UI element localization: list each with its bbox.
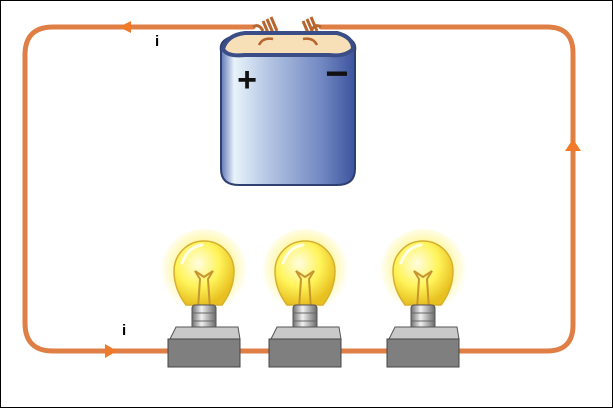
bulb-glass <box>274 240 336 306</box>
battery: + − <box>219 31 357 186</box>
current-label-bottom: i <box>122 322 127 339</box>
bulb-base-top <box>169 326 241 340</box>
bulb-socket <box>292 304 318 330</box>
bulb-base-top <box>388 326 460 340</box>
bulb-filament <box>413 270 433 310</box>
bulb-filament <box>194 270 214 310</box>
bulb-socket <box>410 304 436 330</box>
bulb-filament <box>295 270 315 310</box>
bulb-socket <box>191 304 217 330</box>
circuit-wire <box>22 24 576 354</box>
positive-terminal-label: + <box>237 61 257 99</box>
bulb-base-front <box>268 338 342 368</box>
bulb-highlight <box>180 243 204 265</box>
bulbs-layer <box>160 229 467 368</box>
bulb-2 <box>261 229 349 368</box>
negative-terminal-label: − <box>325 52 348 96</box>
bottom-left-arrow-icon <box>105 344 117 358</box>
bulb-glass <box>173 240 235 306</box>
bulb-highlight <box>281 243 305 265</box>
bulb-highlight <box>399 243 423 265</box>
bulb-base-front <box>386 338 460 368</box>
bulb-glass <box>392 240 454 306</box>
bulb-1 <box>160 229 248 368</box>
top-left-arrow-icon <box>119 21 131 33</box>
current-label-top: i <box>155 33 160 50</box>
bulb-base-front <box>167 338 241 368</box>
bulb-3 <box>379 229 467 368</box>
bulb-base-top <box>270 326 342 340</box>
right-side-arrow-icon <box>565 139 581 151</box>
